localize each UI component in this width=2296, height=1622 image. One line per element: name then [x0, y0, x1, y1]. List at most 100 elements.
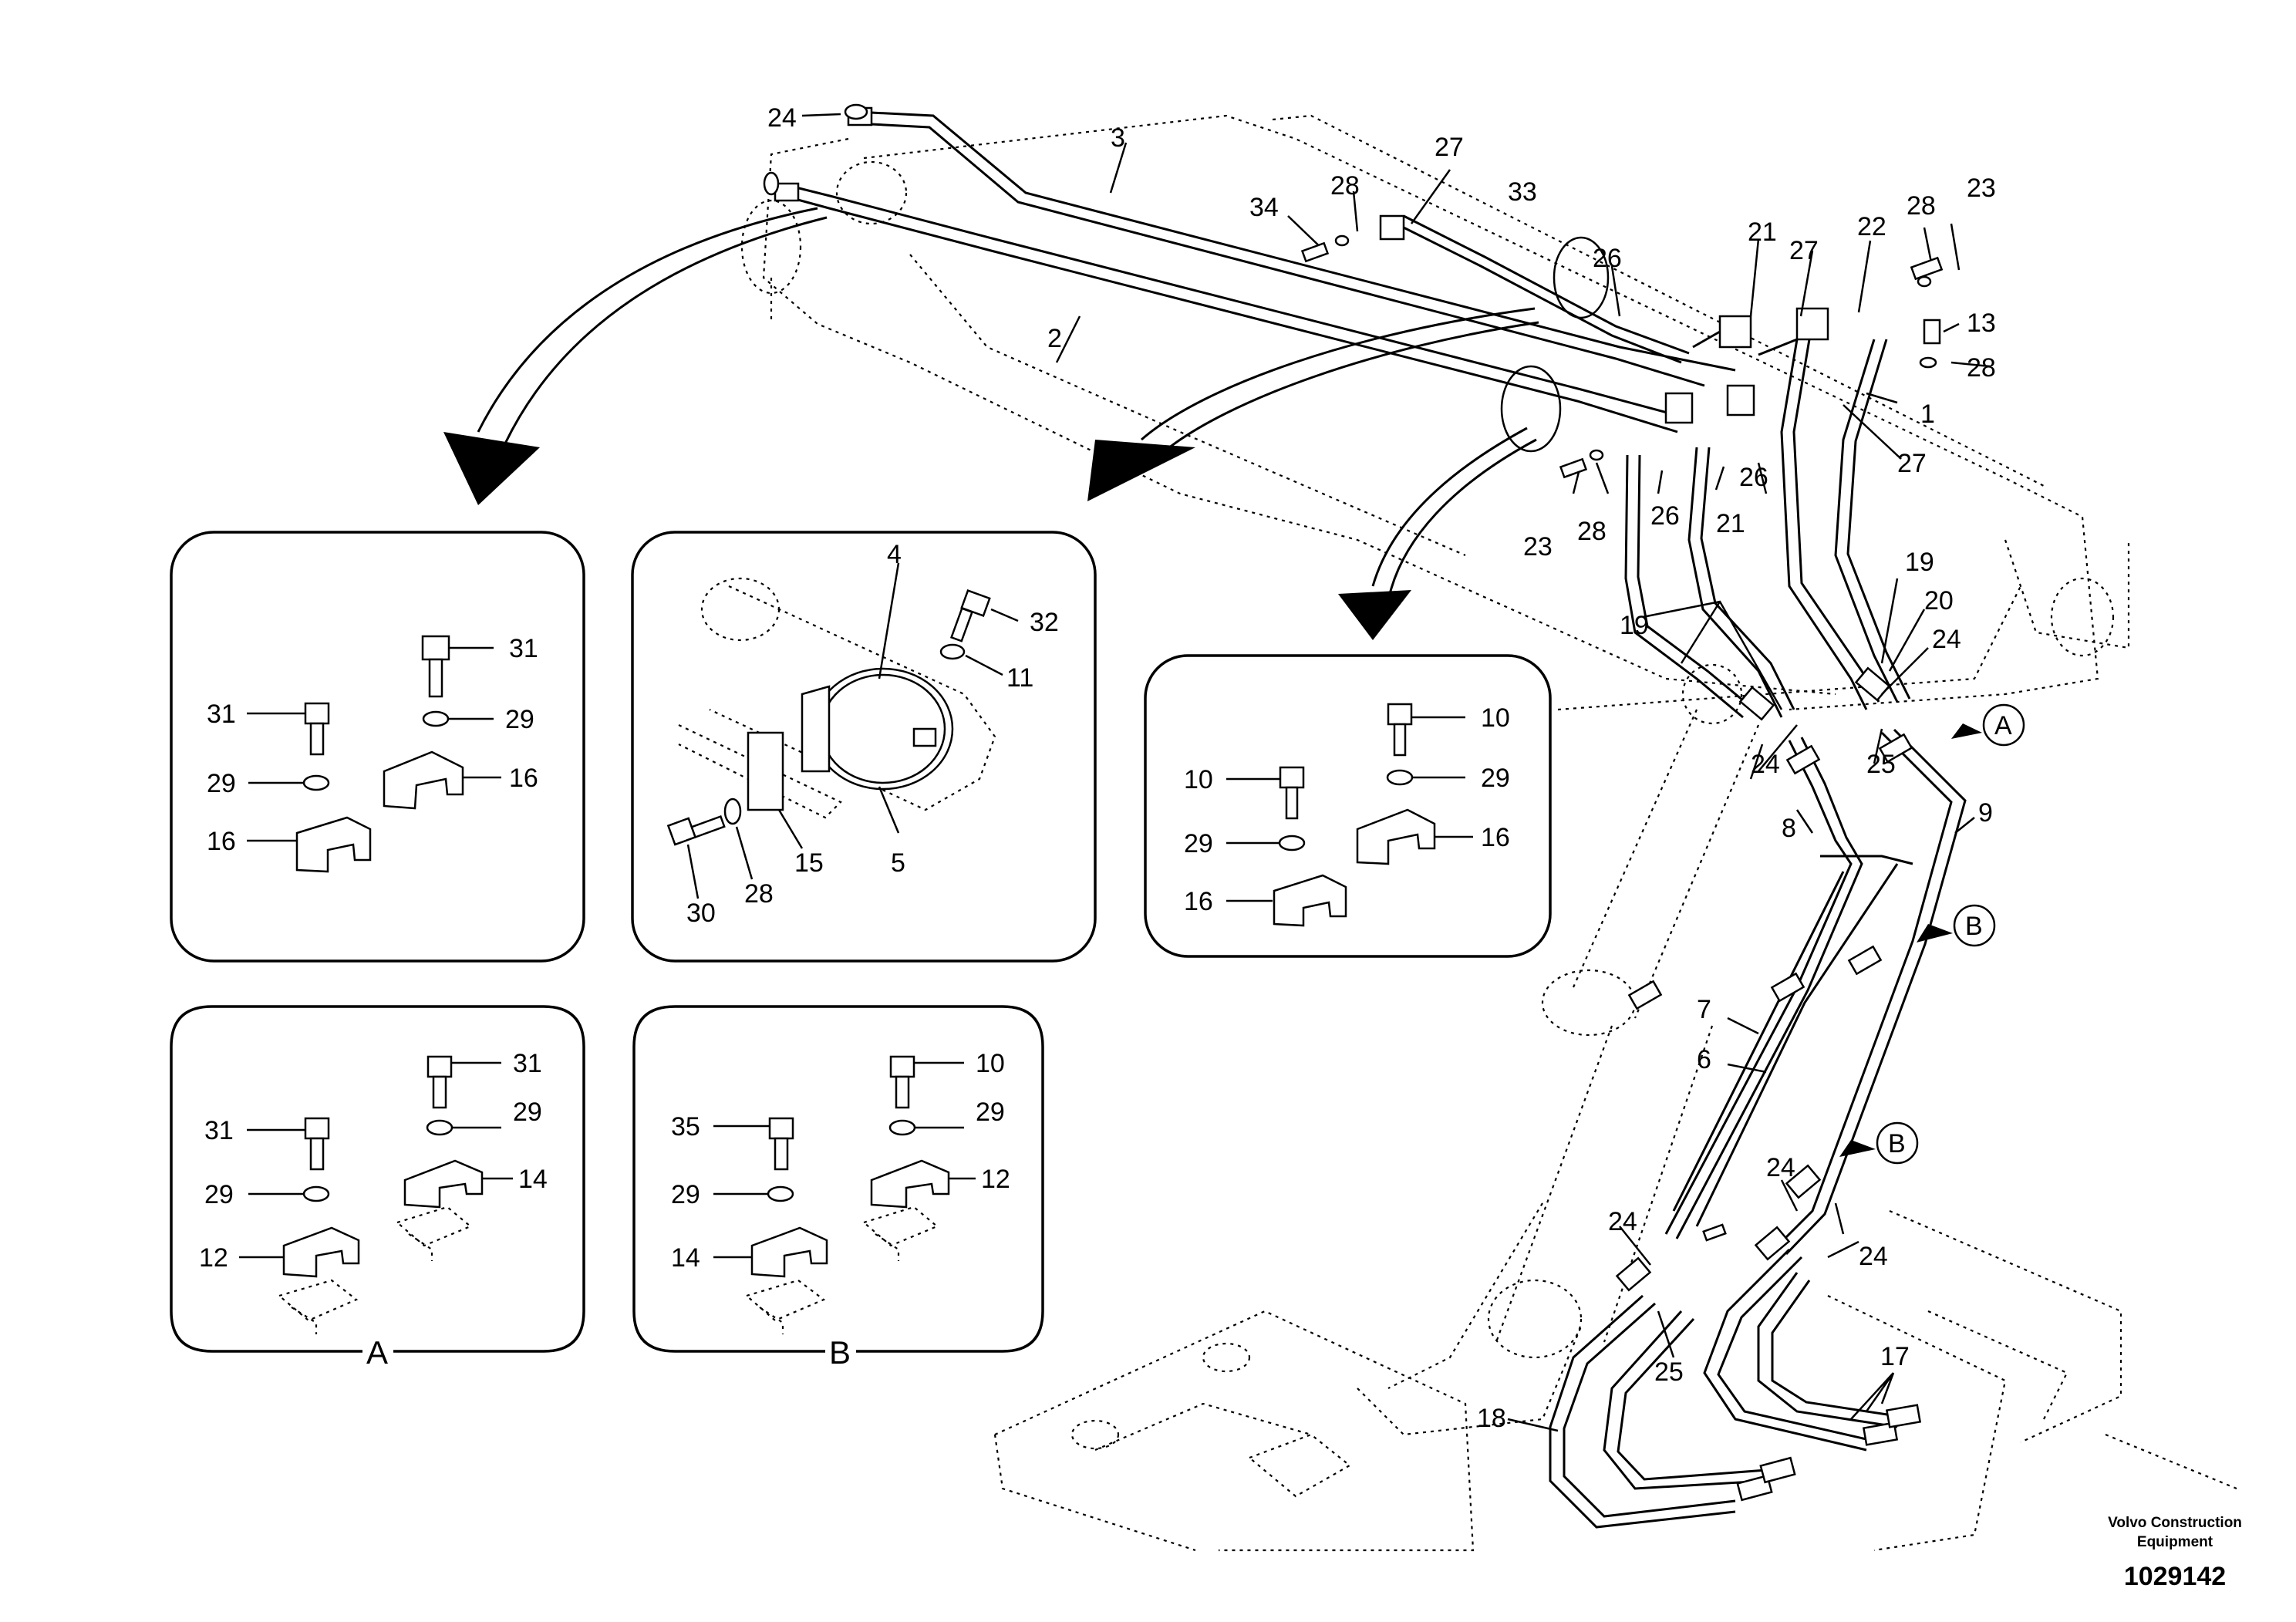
callout-34: 34	[1249, 193, 1279, 222]
callout-7: 7	[1697, 995, 1711, 1024]
label-14: 14	[671, 1243, 700, 1273]
label-16-right: 16	[509, 764, 538, 793]
callout-23-top: 23	[1967, 174, 1996, 203]
label-5: 5	[891, 848, 905, 878]
callout-8: 8	[1782, 814, 1796, 843]
callout-2: 2	[1047, 324, 1062, 353]
caption-b: B	[829, 1334, 851, 1371]
callout-28-top: 28	[1330, 171, 1360, 201]
clamp-16-upper	[383, 750, 464, 810]
callout-25-top: 25	[1866, 750, 1896, 779]
callout-24-right: 24	[1932, 625, 1961, 654]
callout-23-lower: 23	[1523, 532, 1553, 561]
callout-18: 18	[1477, 1404, 1506, 1433]
label-29-left: 29	[671, 1180, 700, 1209]
label-4: 4	[887, 540, 902, 569]
hose-17	[1703, 1248, 1898, 1452]
callout-26-top: 26	[1593, 244, 1622, 273]
label-29-right: 29	[505, 705, 534, 734]
pipe-3	[855, 110, 1736, 387]
label-35: 35	[671, 1112, 700, 1141]
label-16-left: 16	[207, 827, 236, 856]
callout-28-right: 28	[1907, 191, 1936, 221]
label-10-right: 10	[1481, 703, 1510, 733]
callout-24-mid: 24	[1751, 750, 1780, 779]
hose-18	[1549, 1294, 1767, 1529]
svg-text:A: A	[1994, 711, 2012, 740]
detail-arrows	[443, 207, 1539, 640]
callout-27-lower: 27	[1897, 449, 1927, 478]
marker-a: A	[1951, 703, 2025, 747]
panel-clamp-b: 10 29 16 10 29 16	[1144, 654, 1552, 958]
panel-band: 4 32 11 30 28 15 5	[631, 531, 1097, 963]
callout-6: 6	[1697, 1045, 1711, 1074]
svg-text:B: B	[1888, 1129, 1906, 1158]
label-31-right: 31	[513, 1049, 542, 1078]
callout-25-lower: 25	[1654, 1357, 1684, 1387]
callout-27-mid: 27	[1789, 236, 1819, 265]
callout-27-top: 27	[1435, 133, 1464, 162]
label-29-right: 29	[1481, 764, 1510, 793]
upper-frame-outline	[993, 1209, 2237, 1552]
callout-9: 9	[1978, 798, 1993, 828]
boom-outline	[740, 114, 2130, 725]
callout-26-mid: 26	[1739, 463, 1768, 492]
footer-branding: Volvo Construction Equipment 1029142	[2108, 1515, 2242, 1591]
panel-clamp-a: 31 29 16 31 29 16	[170, 531, 585, 963]
label-14: 14	[518, 1165, 548, 1194]
callout-21-lower: 21	[1716, 509, 1745, 538]
label-28: 28	[744, 879, 774, 909]
callout-33: 33	[1508, 177, 1537, 207]
marker-b-lower: B	[1839, 1121, 1919, 1165]
label-29-right: 29	[513, 1098, 542, 1127]
hose-end-fittings	[1615, 666, 1922, 1502]
brand-line-1: Volvo Construction	[2108, 1515, 2242, 1531]
label-31-left: 31	[207, 700, 236, 729]
callout-26-lower: 26	[1650, 501, 1680, 531]
callout-28-side: 28	[1967, 353, 1996, 383]
label-29-left: 29	[207, 769, 236, 798]
label-29-left: 29	[1184, 829, 1213, 858]
brand-line-2: Equipment	[2137, 1534, 2213, 1550]
callout-28-lower: 28	[1577, 517, 1607, 546]
section-markers	[1500, 236, 1610, 453]
callout-13: 13	[1967, 309, 1996, 338]
manifold-block	[774, 106, 1829, 424]
label-11: 11	[1006, 663, 1033, 693]
callout-19-left: 19	[1620, 611, 1649, 640]
marker-b-upper: B	[1917, 904, 1996, 947]
callout-21-top: 21	[1748, 218, 1777, 247]
callout-24-b: 24	[1766, 1153, 1795, 1182]
svg-text:B: B	[1965, 912, 1983, 941]
pipe-33	[1395, 214, 1690, 364]
hose-19-right	[1780, 339, 1911, 710]
label-10-left: 10	[1184, 765, 1213, 794]
panel-detail-a: A 31 29 14 31 29 12	[170, 1005, 585, 1371]
callouts: 24 3 2 34 28 27 33 26 21 27 22 28 23 13 …	[767, 103, 1996, 1433]
pipe-8	[1664, 737, 1863, 1239]
callout-1: 1	[1920, 400, 1935, 429]
callout-22: 22	[1857, 212, 1886, 241]
callout-17: 17	[1880, 1342, 1910, 1371]
bolt-31-head	[421, 635, 450, 661]
spacer-15	[747, 731, 784, 811]
small-hardware	[763, 103, 1944, 1242]
label-10: 10	[976, 1049, 1005, 1078]
caption-a: A	[366, 1334, 388, 1371]
panel-detail-b: B 10 29 12 35 29 14	[632, 1005, 1044, 1371]
callout-20: 20	[1924, 586, 1954, 615]
callout-24-top: 24	[767, 103, 797, 133]
label-32: 32	[1030, 608, 1059, 637]
label-30: 30	[686, 899, 716, 928]
label-16-right: 16	[1481, 823, 1510, 852]
clamp-16-lower	[295, 816, 372, 873]
label-31-left: 31	[204, 1116, 234, 1145]
label-12: 12	[199, 1243, 228, 1273]
drawing-number: 1029142	[2124, 1562, 2226, 1591]
pipe-2	[786, 184, 1682, 433]
label-31-right: 31	[509, 634, 538, 663]
label-15: 15	[794, 848, 824, 878]
callout-24-c: 24	[1859, 1242, 1888, 1271]
